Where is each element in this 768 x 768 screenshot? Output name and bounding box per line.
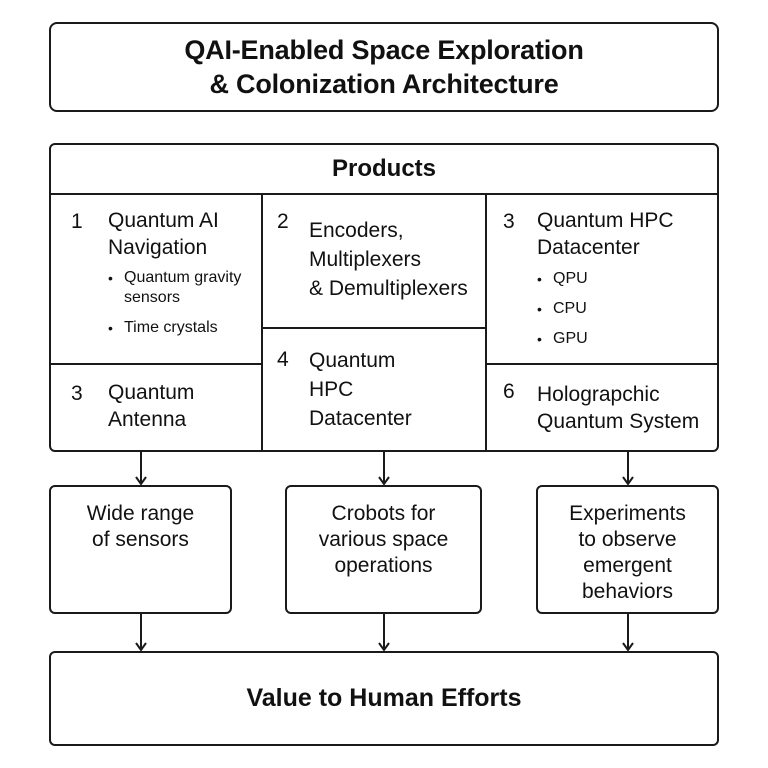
outcome-line: emergent bbox=[583, 554, 672, 577]
product-title-line: Holograpchic bbox=[537, 383, 660, 406]
product-title: Quantum AI Navigation bbox=[108, 207, 219, 261]
outcome-text: Crobots for various space operations bbox=[319, 501, 449, 579]
outcome-line: Wide range bbox=[86, 502, 195, 525]
outcome-text: Wide range of sensors bbox=[87, 501, 194, 553]
grid-divider-left bbox=[261, 193, 263, 450]
arrow-down-icon bbox=[376, 452, 392, 485]
product-bullet: GPU bbox=[537, 329, 687, 349]
product-bullet: CPU bbox=[537, 299, 687, 319]
product-bullet: QPU bbox=[537, 269, 687, 289]
grid-divider-right-row bbox=[486, 363, 717, 365]
product-title: Quantum HPC Datacenter bbox=[309, 346, 412, 433]
diagram-title-line-2: & Colonization Architecture bbox=[209, 69, 559, 99]
diagram-title-line-1: QAI-Enabled Space Exploration bbox=[184, 35, 584, 65]
arrow-down-icon bbox=[620, 614, 636, 651]
product-title-line: Datacenter bbox=[309, 407, 412, 430]
outcome-line: of sensors bbox=[92, 528, 189, 551]
grid-divider-left-row bbox=[51, 363, 262, 365]
product-title-line: Quantum HPC bbox=[537, 209, 674, 232]
outcome-line: to observe bbox=[578, 528, 677, 551]
product-bullet: Quantum gravity sensors bbox=[108, 268, 258, 308]
arrow-down-icon bbox=[133, 452, 149, 485]
arrow-down-icon bbox=[376, 614, 392, 651]
outcome-line: various space bbox=[318, 528, 449, 551]
product-cell-quantum-antenna: 3 Quantum Antenna bbox=[51, 365, 261, 452]
product-number: 1 bbox=[71, 210, 83, 233]
product-title: Quantum Antenna bbox=[108, 379, 194, 433]
product-number: 3 bbox=[71, 382, 83, 405]
grid-divider-middle-row bbox=[262, 327, 486, 329]
product-bullet-list: QPU CPU GPU bbox=[537, 269, 687, 349]
outcome-line: behaviors bbox=[581, 580, 674, 603]
outcome-box-experiments: Experiments to observe emergent behavior… bbox=[536, 485, 719, 614]
product-number: 2 bbox=[277, 210, 289, 233]
outcome-line: Crobots for bbox=[331, 502, 436, 525]
product-cell-quantum-hpc-datacenter-2: 4 Quantum HPC Datacenter bbox=[263, 329, 485, 452]
product-title-line: Navigation bbox=[108, 236, 208, 259]
product-bullet-list: Quantum gravity sensors Time crystals bbox=[108, 268, 258, 338]
product-cell-quantum-ai-navigation: 1 Quantum AI Navigation Quantum gravity … bbox=[51, 195, 261, 363]
outcome-text: Experiments to observe emergent behavior… bbox=[569, 501, 686, 605]
product-title-line: Quantum AI bbox=[108, 209, 219, 232]
diagram-title-box: QAI-Enabled Space Exploration & Coloniza… bbox=[49, 22, 719, 112]
product-bullet: Time crystals bbox=[108, 318, 258, 338]
product-title: Quantum HPC Datacenter bbox=[537, 207, 674, 261]
product-title-line: Datacenter bbox=[537, 236, 640, 259]
product-number: 6 bbox=[503, 380, 515, 403]
product-title-line: HPC bbox=[309, 378, 354, 401]
product-title-line: Quantum bbox=[108, 381, 195, 404]
product-title-line: Antenna bbox=[108, 408, 187, 431]
product-title: Encoders, Multiplexers & Demultiplexers bbox=[309, 216, 468, 303]
product-title-line: Quantum bbox=[309, 349, 396, 372]
outcome-line: Experiments bbox=[569, 502, 686, 525]
products-heading: Products bbox=[51, 145, 717, 195]
product-title: Holograpchic Quantum System bbox=[537, 381, 699, 435]
product-title-line: Multiplexers bbox=[309, 248, 422, 271]
outcome-box-crobots: Crobots for various space operations bbox=[285, 485, 482, 614]
value-box: Value to Human Efforts bbox=[49, 651, 719, 746]
product-cell-holographic-quantum-system: 6 Holograpchic Quantum System bbox=[487, 365, 719, 452]
product-title-line: & Demultiplexers bbox=[309, 277, 468, 300]
product-cell-encoders-multiplexers: 2 Encoders, Multiplexers & Demultiplexer… bbox=[263, 195, 485, 327]
value-label: Value to Human Efforts bbox=[246, 684, 522, 712]
grid-divider-right bbox=[485, 193, 487, 450]
outcome-box-sensors: Wide range of sensors bbox=[49, 485, 232, 614]
arrow-down-icon bbox=[620, 452, 636, 485]
product-number: 4 bbox=[277, 348, 289, 371]
arrow-down-icon bbox=[133, 614, 149, 651]
products-box: Products 1 Quantum AI Navigation Quantum… bbox=[49, 143, 719, 452]
product-number: 3 bbox=[503, 210, 515, 233]
product-cell-quantum-hpc-datacenter: 3 Quantum HPC Datacenter QPU CPU GPU bbox=[487, 195, 719, 363]
product-title-line: Quantum System bbox=[537, 410, 700, 433]
product-title-line: Encoders, bbox=[309, 219, 404, 242]
outcome-line: operations bbox=[334, 554, 433, 577]
